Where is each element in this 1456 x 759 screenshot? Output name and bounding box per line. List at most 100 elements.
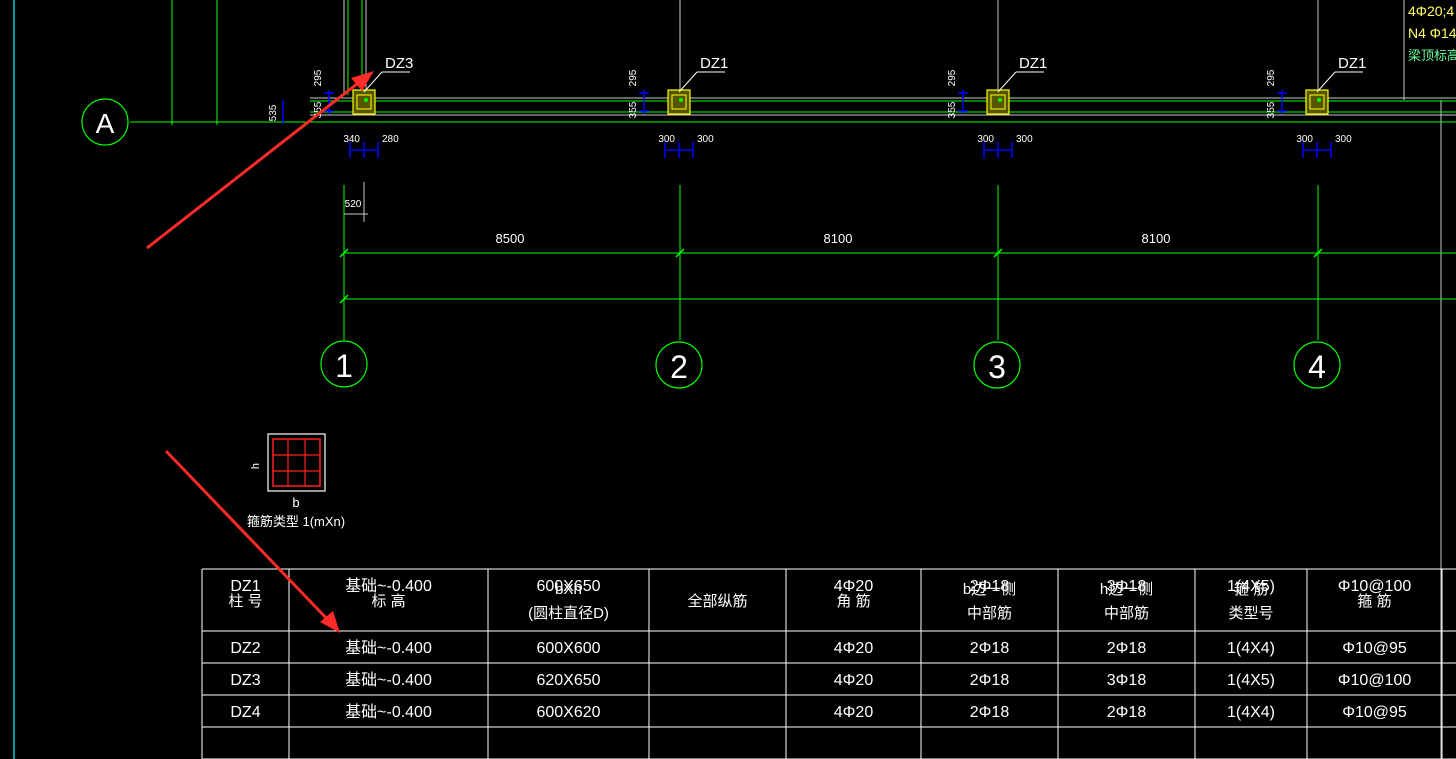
table-cell: 2Φ18: [970, 704, 1010, 721]
table-cell: 4Φ20: [834, 578, 874, 595]
axis-label-4: 4: [1308, 349, 1326, 385]
axis-bubble-a: A: [81, 98, 129, 146]
leader-line: [363, 71, 383, 93]
dim-label-left: 355: [1266, 101, 1277, 118]
dim-535-label: 535: [268, 104, 279, 121]
rebar-dot: [1317, 98, 1321, 102]
column-rebar-box: [990, 94, 1006, 110]
axis-label-2: 2: [670, 349, 688, 385]
column-rebar-box: [671, 94, 687, 110]
column-label: DZ1: [700, 55, 728, 72]
table-header-cell: 角 筋: [836, 593, 870, 610]
table-header-cell: (圆柱直径D): [528, 605, 609, 622]
table-cell: 1(4X5): [1227, 672, 1275, 689]
dim-label-bottom-left: 300: [977, 134, 994, 145]
dimension-ticks: [339, 248, 1323, 304]
table-header-cell: 中部筋: [967, 605, 1012, 622]
table-cell: 4Φ20: [834, 704, 874, 721]
dim-label-bottom-right: 300: [697, 134, 714, 145]
table-cell: Φ10@95: [1342, 640, 1407, 657]
stirrup-caption: 箍筋类型 1(mXn): [247, 514, 345, 529]
table-header-cell: 箍 筋: [1234, 581, 1268, 598]
dim-label-left: 355: [313, 101, 324, 118]
table-cell: 3Φ18: [1107, 672, 1147, 689]
annotation-arrow-2: [164, 449, 340, 633]
dim-label-bottom-right: 300: [1335, 134, 1352, 145]
dim-label-left: 355: [628, 101, 639, 118]
table-header-cell: 柱 号: [228, 593, 262, 610]
table-header-cell: 标 高: [371, 593, 405, 610]
column-section: [1305, 89, 1329, 115]
table-cell: 基础~-0.400: [345, 703, 432, 721]
column-section: [667, 89, 691, 115]
offset-dim-label: 520: [345, 199, 362, 210]
dim-label-top: 295: [947, 69, 958, 86]
column-section: [986, 89, 1010, 115]
corner-note-1: 4Φ20;4: [1408, 3, 1454, 19]
table-cell: 600X620: [536, 704, 600, 721]
stirrup-h-label: h: [250, 463, 262, 469]
table-header-cell: 中部筋: [1104, 605, 1149, 622]
dim-label-top: 295: [628, 69, 639, 86]
table-cell: 基础~-0.400: [345, 671, 432, 689]
span-dim-3-4: 8100: [1142, 231, 1171, 246]
table-cell: 2Φ18: [970, 578, 1010, 595]
column-marker-dz1: DZ1 355 295 300 300: [1266, 55, 1366, 158]
table-cell: Φ10@100: [1338, 672, 1412, 689]
stirrup-diagram: h b 箍筋类型 1(mXn): [247, 433, 345, 529]
rebar-dot: [998, 98, 1002, 102]
column-label: DZ1: [1338, 55, 1366, 72]
column-section: [352, 89, 376, 115]
span-dim-2-3: 8100: [824, 231, 853, 246]
annotation-arrow-1: [146, 71, 374, 250]
table-cell: DZ3: [230, 672, 260, 689]
dim-label-bottom-right: 280: [382, 134, 399, 145]
axis-label-1: 1: [335, 348, 353, 384]
dim-label-bottom-left: 300: [1296, 134, 1313, 145]
table-header-cell: bXh: [555, 581, 582, 598]
table-cell: 2Φ18: [1107, 640, 1147, 657]
dim-label-top: 295: [313, 69, 324, 86]
column-marker-dz1: DZ1 355 295 300 300: [628, 55, 728, 158]
table-header-cell: 全部纵筋: [687, 592, 747, 610]
axis-label-a: A: [96, 108, 115, 139]
table-cell: 620X650: [536, 672, 600, 689]
table-cell: Φ10@95: [1342, 704, 1407, 721]
column-label: DZ1: [1019, 55, 1047, 72]
leader-line: [1316, 71, 1336, 93]
column-schedule-table: 柱 号标 高bXh(圆柱直径D)全部纵筋角 筋b边一侧中部筋h边一侧中部筋箍 筋…: [201, 568, 1456, 759]
table-cell: 2Φ18: [970, 672, 1010, 689]
axis-bubble-4: 4: [1293, 341, 1341, 389]
table-cell: 2Φ18: [970, 640, 1010, 657]
table-cell: 600X650: [536, 578, 600, 595]
axis-label-3: 3: [988, 349, 1006, 385]
corner-note-3: 梁顶标高:: [1408, 48, 1456, 63]
table-cell: 1(4X5): [1227, 578, 1275, 595]
axis-bubble-1: 1: [320, 340, 368, 388]
table-cell: DZ2: [230, 640, 260, 657]
table-cell: DZ1: [230, 578, 260, 595]
leader-line: [997, 71, 1017, 93]
table-cell: 1(4X4): [1227, 640, 1275, 657]
stirrup-b-label: b: [292, 495, 299, 510]
table-header-cell: b边一侧: [963, 581, 1016, 598]
table-header-cell: 箍 筋: [1357, 593, 1391, 610]
table-cell: Φ10@100: [1338, 578, 1412, 595]
dim-label-bottom-right: 300: [1016, 134, 1033, 145]
table-cell: 3Φ18: [1107, 578, 1147, 595]
table-header-cell: 类型号: [1228, 605, 1273, 622]
span-dim-1-2: 8500: [496, 231, 525, 246]
table-cell: 4Φ20: [834, 672, 874, 689]
column-rebar-box: [356, 94, 372, 110]
rebar-dot: [364, 98, 368, 102]
table-cell: 2Φ18: [1107, 704, 1147, 721]
dim-label-top: 295: [1266, 69, 1277, 86]
table-cell: DZ4: [230, 704, 260, 721]
dim-label-left: 355: [947, 101, 958, 118]
table-cell: 基础~-0.400: [345, 577, 432, 595]
dim-label-bottom-left: 300: [658, 134, 675, 145]
table-cell: 1(4X4): [1227, 704, 1275, 721]
table-cell: 4Φ20: [834, 640, 874, 657]
corner-note-2: N4 Φ14: [1408, 25, 1456, 41]
rebar-dot: [679, 98, 683, 102]
